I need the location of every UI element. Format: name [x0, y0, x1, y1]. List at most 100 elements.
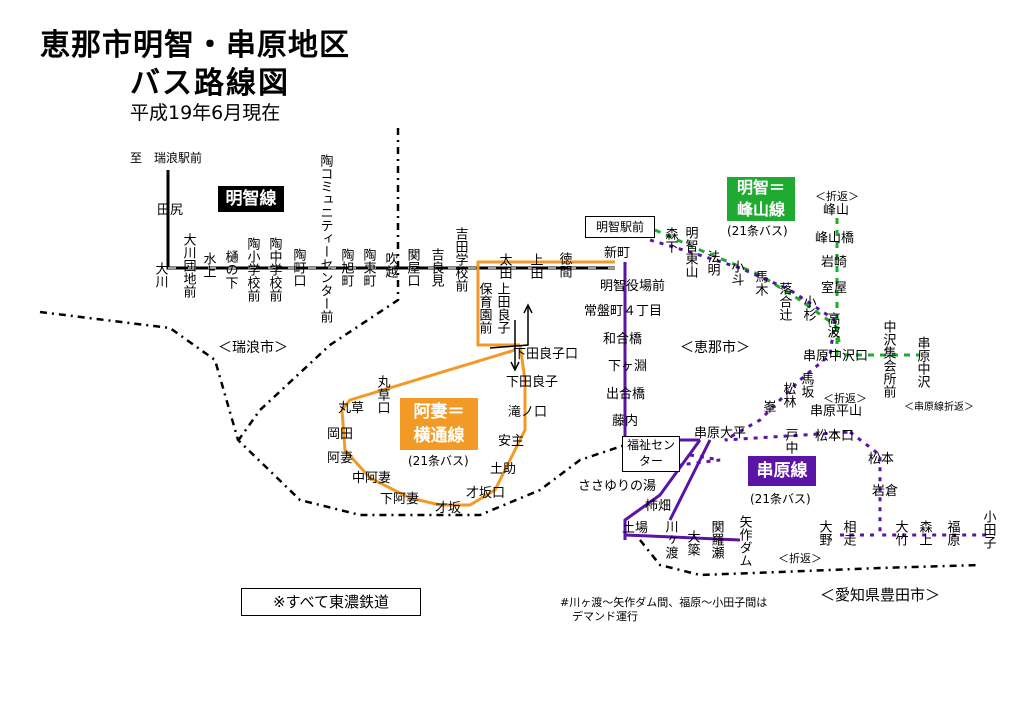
matsumoto-label: 松本: [868, 452, 894, 467]
demand-note-line1: #川ヶ渡～矢作ダム間、福原～小田子間は: [560, 596, 768, 609]
map-date: 平成19年6月現在: [130, 102, 281, 124]
hou-line: [654, 218, 920, 357]
kodo-label: 戸中: [783, 428, 799, 454]
sasayuri-label: ささゆりの湯: [578, 479, 656, 494]
touasahi-label: 陶旭町: [339, 247, 355, 287]
houmei-label: 法明: [705, 250, 721, 277]
muroya-label: 室屋: [821, 280, 847, 296]
shimoda-ryoshi-label: 下田良子: [506, 374, 558, 390]
tono-note: ※すべて東濃鉄道: [241, 588, 421, 616]
region-mizunami: ＜瑞浪市＞: [218, 339, 288, 356]
takinoguchi-label: 滝ノ口: [508, 405, 547, 420]
tokiwa-label: 常盤町４丁目: [584, 304, 662, 319]
agatsuma-label: 阿妻: [327, 451, 353, 466]
osaka-kuchi-label: 才坂口: [466, 486, 505, 501]
shimogafuchi-label: 下ヶ淵: [608, 359, 647, 374]
mine-label: 峯: [761, 400, 777, 413]
shimoda-ryoshi-kuchi-label: 下田良子口: [513, 346, 578, 362]
matsumoto-kuchi-label: 松本口: [815, 429, 854, 444]
takanami-label: 高波: [825, 311, 841, 338]
ootake-label: 大竹: [893, 520, 909, 547]
koguto-label: 小斗: [729, 260, 745, 286]
kushihara-nakazawa-kuchi-label: 串原中沢口: [803, 349, 868, 364]
kawagato-label: 川ヶ渡: [663, 520, 679, 559]
to-mizunami-label: 至 瑞浪駅前: [130, 150, 202, 165]
hou-name2: 峰山線: [736, 200, 785, 219]
ochiawa-tsuji-label: 落合辻: [777, 282, 793, 321]
agatsuma-name2: 横通線: [413, 426, 465, 446]
turnback-hou-label: ＜折返＞: [815, 189, 859, 203]
kamida-ryoshi-label: 上田良子: [495, 282, 511, 334]
ookubo-label: 大野: [817, 520, 833, 546]
odako-label: 小田子: [981, 510, 997, 549]
meichi-eki-box: 明智駅前: [585, 216, 655, 238]
kushihara-ohira-label: 串原大平: [694, 426, 746, 441]
oota-label: 太田: [497, 253, 513, 279]
marukusa-kuchi-label: 丸草口: [375, 375, 391, 414]
kushi-dotted: [649, 238, 990, 537]
agatsuma-name1: 阿妻＝: [413, 402, 465, 422]
fukuhara-label: 福原: [945, 520, 961, 546]
fukushi-center-box: 福祉センター: [622, 436, 680, 472]
sekinose-label: 関羅瀬: [709, 520, 725, 559]
umaki-label: 馬木: [753, 270, 769, 296]
toucom-label: 陶コミュニティーセンター前: [318, 153, 334, 323]
wagou-label: 和合橋: [603, 332, 642, 347]
toumachi-label: 陶町口: [291, 247, 307, 287]
tajiri-label: 田尻: [157, 203, 183, 218]
sekiya-label: 関屋口: [405, 248, 421, 287]
hou-name1: 明智＝: [736, 178, 785, 197]
ooyana-label: 大簗: [685, 530, 701, 556]
iwasaki-label: 岩崎: [821, 255, 847, 270]
fujiuchi-label: 藤内: [612, 413, 638, 429]
osaka-label: 才坂: [435, 501, 461, 516]
agatsuma-line: [340, 260, 615, 507]
kamida-label: 上田: [528, 253, 544, 279]
yakuba-label: 明智役場前: [600, 278, 665, 294]
agatsuma-arrows: [489, 303, 533, 372]
nakazawa-shuukai-label: 中沢集会所前: [881, 320, 897, 398]
touhigashi-label: 陶東町: [361, 247, 377, 287]
dojou-label: 土場: [622, 521, 648, 536]
station-labels: 至 瑞浪駅前 田尻 大川 大川団地前 水上 樋の下 陶小学校前 陶中学校前 陶町…: [130, 150, 996, 604]
tokuma-label: 徳間: [557, 252, 573, 279]
deai-label: 出合橋: [606, 387, 645, 402]
hoikuen-label: 保育園前: [477, 282, 493, 334]
kosugi-label: 小杉: [801, 295, 817, 321]
kushi-sub: (21条バス): [750, 492, 811, 506]
hou-line-badge: 明智＝ 峰山線: [727, 177, 795, 221]
turnback-dam-label: ＜折返＞: [778, 551, 822, 565]
yoshida-gakko-label: 吉田学校前: [453, 227, 469, 292]
yahagi-dam-label: 矢作ダム: [737, 515, 753, 567]
meichi-line: [166, 170, 615, 270]
kushihara-hirayama-label: 串原平山: [810, 404, 862, 419]
okada-label: 岡田: [327, 427, 353, 442]
demand-note-line2: デマンド運行: [572, 610, 638, 623]
mori-shita-label: 森下: [663, 227, 679, 253]
meichi-line-badge: 明智線: [218, 186, 284, 212]
iwakura-label: 岩倉: [872, 484, 898, 499]
kushihara-nakazawa-label: 串原中沢: [915, 336, 931, 388]
region-ena: ＜恵那市＞: [680, 339, 750, 356]
kushihara-turn-label: ＜串原線折返＞: [904, 400, 974, 413]
turnback-hirayama-label: ＜折返＞: [823, 391, 867, 405]
agatsuma-sub: (21条バス): [408, 454, 469, 468]
boundary-lines: [39, 128, 981, 577]
map-title: 恵那市明智・串原地区: [40, 28, 350, 63]
demand-note: #川ヶ渡～矢作ダム間、福原～小田子間は デマンド運行: [560, 596, 767, 624]
toushou-label: 陶小学校前: [245, 236, 261, 302]
yasunushi-label: 安主: [498, 434, 524, 449]
meichi-higashiyama-label: 明智東山: [683, 226, 699, 278]
kakihata-label: 柿畑: [645, 498, 671, 514]
ookawa-label: 大川: [153, 262, 169, 288]
yoshimi-label: 吉良見: [429, 248, 445, 288]
mabasa-label: 馬坂: [799, 372, 815, 398]
dosuke-label: 土助: [490, 462, 516, 477]
hinoshita-label: 樋の下: [223, 249, 239, 289]
shimoagatsuma-label: 下阿妻: [380, 492, 419, 507]
map-subtitle: バス路線図: [130, 66, 290, 101]
mineyama-label: 峰山: [823, 203, 849, 218]
ookawa-danchi-label: 大川団地前: [181, 233, 197, 298]
aisou-label: 相走: [841, 520, 857, 547]
